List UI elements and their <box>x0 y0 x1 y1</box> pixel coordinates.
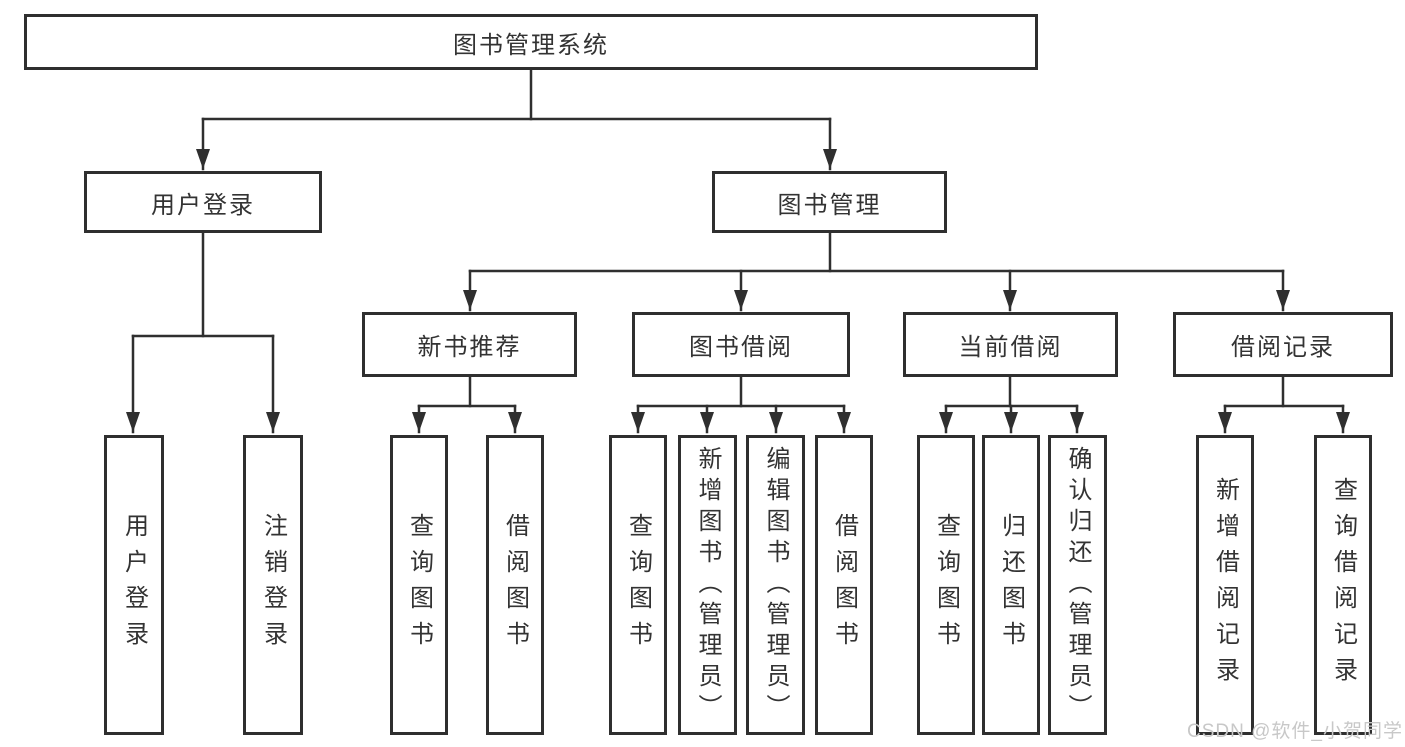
connector-current-borrow <box>939 375 1084 434</box>
leaf-confirm-return-admin: 确认归还（管理员） <box>1048 435 1107 735</box>
leaf-borrow-books: 借阅图书 <box>815 435 873 735</box>
leaf-query-books-current: 查询图书 <box>917 435 975 735</box>
node-borrow-records: 借阅记录 <box>1173 312 1393 377</box>
leaf-return-book: 归还图书 <box>982 435 1040 735</box>
node-current-borrow: 当前借阅 <box>903 312 1118 377</box>
connector-user-login <box>126 231 280 434</box>
connector-root <box>196 67 837 171</box>
leaf-query-borrow-record: 查询借阅记录 <box>1314 435 1372 735</box>
node-book-management: 图书管理 <box>712 171 947 233</box>
leaf-add-book-admin: 新增图书（管理员） <box>678 435 737 735</box>
leaf-logout: 注销登录 <box>243 435 303 735</box>
leaf-borrow-books-recommend: 借阅图书 <box>486 435 544 735</box>
leaf-add-borrow-record: 新增借阅记录 <box>1196 435 1254 735</box>
connector-borrow-records <box>1218 375 1350 434</box>
leaf-query-books-borrow: 查询图书 <box>609 435 667 735</box>
node-book-borrow: 图书借阅 <box>632 312 850 377</box>
node-new-book-recommend: 新书推荐 <box>362 312 577 377</box>
leaf-query-books-recommend: 查询图书 <box>390 435 448 735</box>
leaf-user-login: 用户登录 <box>104 435 164 735</box>
node-library-management-system: 图书管理系统 <box>24 14 1038 70</box>
csdn-watermark: CSDN @软件_小贺同学 <box>1187 721 1403 742</box>
leaf-edit-book-admin: 编辑图书（管理员） <box>746 435 805 735</box>
connector-new-book-recommend <box>412 375 522 434</box>
node-user-login: 用户登录 <box>84 171 322 233</box>
connector-book-borrow <box>631 375 851 434</box>
connector-book-management <box>463 231 1290 312</box>
